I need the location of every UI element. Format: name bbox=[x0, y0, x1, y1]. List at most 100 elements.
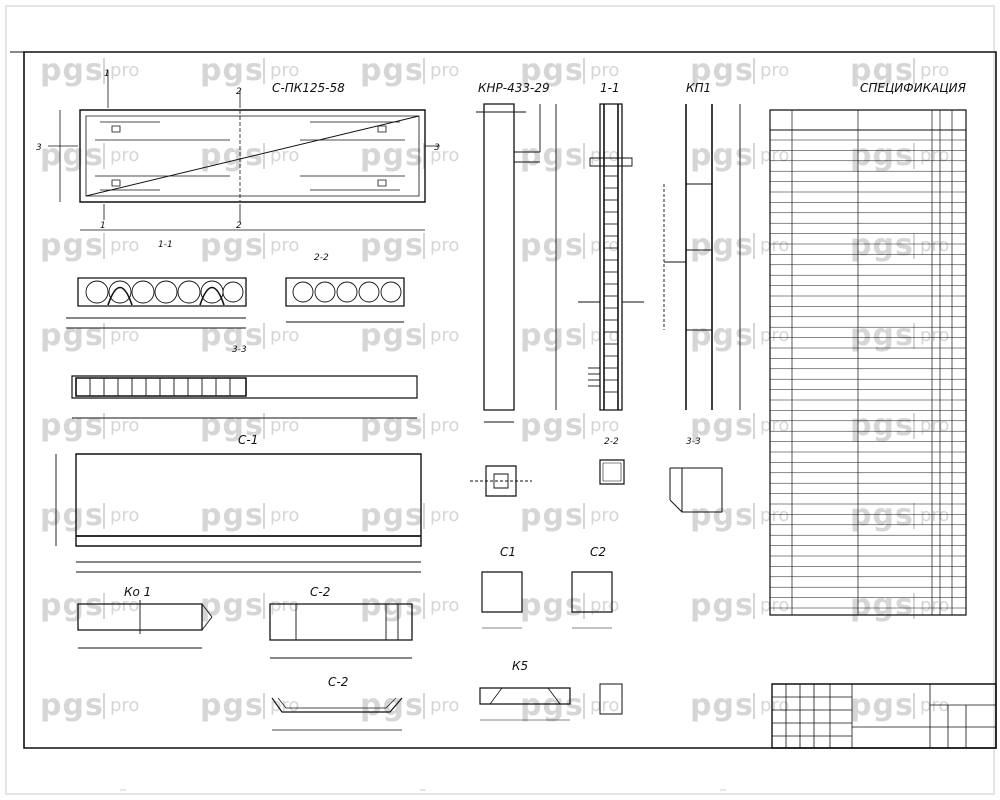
section-title: 3-3 bbox=[686, 437, 701, 447]
watermark-brand: pgs bbox=[850, 688, 914, 723]
watermark-suffix: pro bbox=[110, 415, 139, 436]
watermark-brand: pgs bbox=[40, 688, 104, 723]
watermark-suffix: pro bbox=[760, 60, 789, 81]
watermark-brand: pgs bbox=[40, 138, 104, 173]
watermark-suffix: pro bbox=[430, 595, 459, 616]
watermark-brand: pgs bbox=[360, 408, 424, 443]
watermark-brand: pgs bbox=[360, 588, 424, 623]
watermark-brand: pgs bbox=[520, 53, 584, 88]
watermark-suffix: pro bbox=[920, 235, 949, 256]
drawing-title-main: С-ПК125-58 bbox=[272, 81, 345, 95]
watermark-suffix: pro bbox=[760, 145, 789, 166]
title-block bbox=[772, 684, 996, 748]
watermark-suffix: pro bbox=[430, 145, 459, 166]
drawing-title-kp: КП1 bbox=[686, 81, 711, 95]
watermark-suffix: pro bbox=[110, 595, 139, 616]
watermark-suffix: pro bbox=[270, 695, 299, 716]
watermark-brand: pgs bbox=[40, 588, 104, 623]
section-1-1 bbox=[66, 278, 246, 328]
watermark-brand: pgs bbox=[690, 318, 754, 353]
watermark-suffix: pro bbox=[920, 60, 949, 81]
drawing-title-section: 1-1 bbox=[600, 81, 620, 95]
section-title: 2-2 bbox=[604, 437, 619, 447]
watermark-suffix: pro bbox=[270, 235, 299, 256]
column-section-rebar bbox=[578, 104, 644, 410]
watermark-brand: pgs bbox=[200, 688, 264, 723]
watermark-suffix: pro bbox=[110, 235, 139, 256]
watermark-brand: pgs bbox=[40, 53, 104, 88]
watermark-suffix: pro bbox=[430, 235, 459, 256]
watermark-brand: pgs bbox=[520, 318, 584, 353]
slab-plan bbox=[48, 70, 440, 230]
watermark-brand: pgs bbox=[520, 228, 584, 263]
section-mark: 3 bbox=[434, 143, 440, 153]
watermark-brand: pgs bbox=[360, 318, 424, 353]
watermark-brand: pgs bbox=[200, 228, 264, 263]
watermark-brand: pgs bbox=[690, 588, 754, 623]
column-plan bbox=[470, 466, 532, 496]
element-ko1 bbox=[78, 600, 212, 648]
element-title: С-2 bbox=[310, 585, 330, 599]
watermark-brand: pgs bbox=[520, 588, 584, 623]
watermark-suffix: pro bbox=[920, 145, 949, 166]
element-title: К5 bbox=[512, 659, 528, 673]
watermark-brand: pgs bbox=[360, 138, 424, 173]
watermark-brand: pgs bbox=[200, 138, 264, 173]
watermark-brand: pgs bbox=[850, 588, 914, 623]
watermark-brand: pgs bbox=[200, 588, 264, 623]
drawing-frame bbox=[24, 52, 996, 748]
watermark-suffix: pro bbox=[760, 505, 789, 526]
section-title: 1-1 bbox=[158, 240, 173, 250]
stirrup-set bbox=[604, 176, 618, 392]
watermark-brand: pgs bbox=[40, 228, 104, 263]
watermark-brand: pgs bbox=[850, 228, 914, 263]
watermark-brand: pgs bbox=[520, 408, 584, 443]
section-title: 3-3 bbox=[232, 345, 247, 355]
watermark-suffix: pro bbox=[590, 595, 619, 616]
element-title: С-1 bbox=[238, 433, 258, 447]
watermark-brand: pgs bbox=[360, 228, 424, 263]
watermark-brand: pgs bbox=[690, 138, 754, 173]
watermark-suffix: pro bbox=[760, 595, 789, 616]
watermark-brand: pgs bbox=[200, 498, 264, 533]
element-c2-profile bbox=[272, 698, 402, 730]
watermark-suffix: pro bbox=[760, 415, 789, 436]
column-section-3-3 bbox=[670, 468, 722, 512]
watermark-suffix: pro bbox=[920, 505, 949, 526]
watermark-brand: pgs bbox=[850, 138, 914, 173]
watermark-brand: pgs bbox=[690, 228, 754, 263]
element-s1 bbox=[482, 572, 522, 628]
watermark-suffix: pro bbox=[270, 60, 299, 81]
watermark-suffix: pro bbox=[110, 695, 139, 716]
watermark-suffix: pro bbox=[110, 505, 139, 526]
element-title: С-2 bbox=[328, 675, 348, 689]
watermark-suffix: pro bbox=[430, 415, 459, 436]
watermark-suffix: pro bbox=[920, 415, 949, 436]
column-section-2-2 bbox=[600, 460, 624, 484]
watermark-suffix: pro bbox=[590, 415, 619, 436]
section-mark: 1 bbox=[104, 69, 110, 79]
cage-kp1 bbox=[664, 104, 740, 410]
watermark-brand: pgs bbox=[690, 53, 754, 88]
spec-title: СПЕЦИФИКАЦИЯ bbox=[860, 81, 967, 95]
watermark-brand: pgs bbox=[520, 498, 584, 533]
element-c1 bbox=[56, 454, 421, 572]
section-mark: 1 bbox=[100, 221, 106, 231]
element-title: С2 bbox=[590, 545, 606, 559]
watermark-brand: pgs bbox=[360, 53, 424, 88]
watermark-brand: pgs bbox=[850, 408, 914, 443]
outer-frame bbox=[6, 6, 994, 794]
watermark-suffix: pro bbox=[270, 595, 299, 616]
element-k5 bbox=[480, 684, 622, 720]
element-title: Ко 1 bbox=[124, 585, 151, 599]
section-title: 2-2 bbox=[314, 253, 329, 263]
watermark-brand: pgs bbox=[850, 318, 914, 353]
watermark-suffix: pro bbox=[590, 695, 619, 716]
watermark-brand: pgs bbox=[690, 408, 754, 443]
element-title: С1 bbox=[500, 545, 516, 559]
watermark-brand: pgs bbox=[520, 688, 584, 723]
watermark-suffix: pro bbox=[110, 325, 139, 346]
watermark-brand: pgs bbox=[40, 318, 104, 353]
spec-rows bbox=[770, 140, 966, 608]
